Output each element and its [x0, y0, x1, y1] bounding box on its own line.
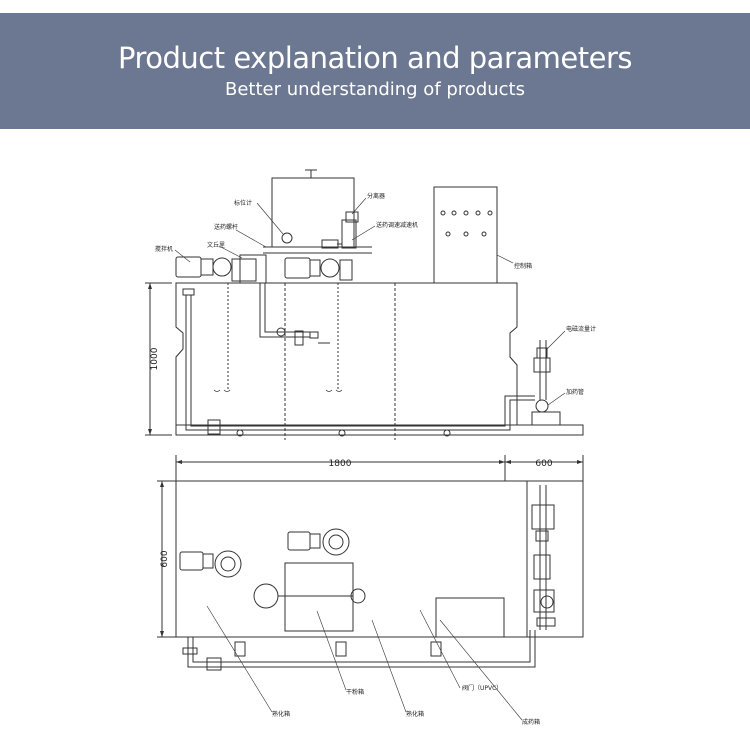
- label-mix-tank-1: 熟化箱: [272, 710, 290, 718]
- dimension-width-side: 600: [535, 459, 552, 469]
- label-mix-tank-2: 熟化箱: [406, 710, 424, 718]
- label-mixer: 搅拌机: [155, 245, 173, 253]
- dimension-width-main: 1800: [329, 459, 352, 469]
- label-dosing-tank: 成药箱: [522, 718, 540, 726]
- label-agitator: 分离器: [367, 192, 385, 200]
- label-dosing-valve: 加药管: [566, 388, 584, 396]
- label-valve: 阀门（UPVC）: [462, 684, 502, 692]
- dimension-depth: 600: [160, 550, 170, 567]
- dimension-height: 1000: [150, 347, 160, 370]
- page-subtitle: Better understanding of products: [225, 79, 525, 100]
- page-title: Product explanation and parameters: [118, 41, 632, 75]
- label-reducer: 送药调速减速机: [376, 221, 418, 229]
- plan-view: [157, 455, 584, 721]
- elevation-view: [145, 169, 584, 440]
- label-dosing-pump: 送药螺杆: [214, 223, 238, 231]
- label-flow-meter: 电磁流量计: [566, 325, 596, 333]
- label-venturi: 文丘里: [207, 241, 225, 249]
- label-control-cabinet: 控制箱: [514, 262, 532, 270]
- header-banner: Product explanation and parameters Bette…: [0, 13, 750, 129]
- label-level-gauge: 标位计: [234, 199, 252, 207]
- label-dry-box: 干粉箱: [346, 688, 364, 696]
